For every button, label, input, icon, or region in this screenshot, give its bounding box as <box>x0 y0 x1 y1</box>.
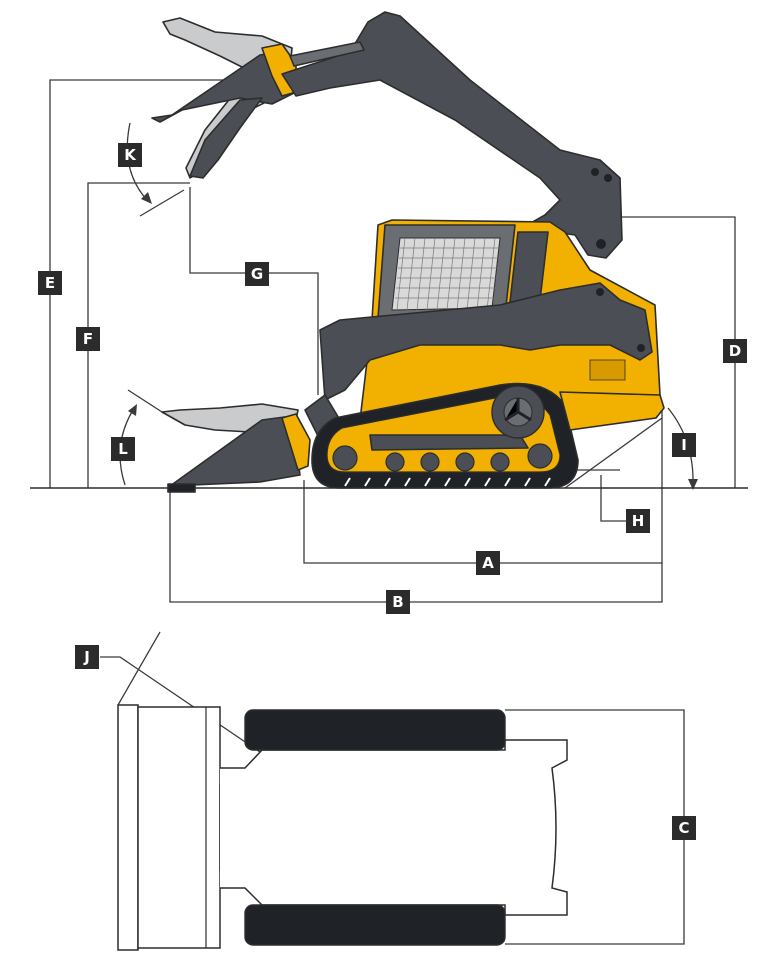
svg-text:H: H <box>632 512 645 530</box>
dimension-label-d: D <box>723 339 747 363</box>
svg-text:G: G <box>251 265 263 283</box>
top-view <box>100 631 685 951</box>
dim-line-i-angle <box>564 417 663 489</box>
arrow-i <box>688 479 698 490</box>
dimension-label-j: J <box>75 645 99 669</box>
top-bucket-body <box>137 706 221 949</box>
raised-bucket-lower-face <box>189 97 263 179</box>
svg-text:B: B <box>392 593 403 611</box>
lower-pivot-pin-2 <box>637 344 645 352</box>
svg-text:F: F <box>83 330 93 348</box>
dim-line-e <box>49 79 255 488</box>
dimension-label-b: B <box>386 590 410 614</box>
side-view <box>30 11 748 603</box>
track-frame <box>369 434 529 451</box>
lift-arm-main <box>281 11 623 259</box>
dimension-label-h: H <box>626 509 650 533</box>
roller <box>527 443 553 469</box>
svg-text:E: E <box>45 274 55 292</box>
svg-text:J: J <box>83 648 90 666</box>
track-assembly <box>311 382 665 489</box>
dim-line-g <box>189 187 319 395</box>
svg-text:A: A <box>482 554 494 572</box>
mesh-pattern <box>395 237 499 311</box>
dim-line-h <box>600 475 632 522</box>
dimension-label-k: K <box>118 143 142 167</box>
svg-text:I: I <box>681 436 687 454</box>
engine-grille <box>589 359 626 381</box>
roller <box>455 452 475 472</box>
roller <box>420 452 440 472</box>
top-track-lower <box>244 904 506 946</box>
pivot-pin-2 <box>604 174 612 182</box>
dim-line-k-angle <box>139 189 185 217</box>
lift-cylinder-upper <box>289 41 365 67</box>
roller <box>385 452 405 472</box>
dimension-label-e: E <box>38 271 62 295</box>
dimension-label-f: F <box>76 327 100 351</box>
raised-bucket <box>151 17 297 179</box>
roller <box>332 445 358 471</box>
rear-counterweight <box>559 391 665 431</box>
drive-sprocket <box>491 385 545 439</box>
roller <box>490 452 510 472</box>
lowered-bucket-edge <box>167 483 196 493</box>
top-track-upper <box>244 709 506 751</box>
lowered-bucket <box>161 403 311 493</box>
arrow-k <box>141 192 152 204</box>
cab <box>359 219 661 421</box>
dimension-label-l: L <box>111 437 135 461</box>
dimension-label-g: G <box>245 262 269 286</box>
top-bucket-front <box>117 704 139 951</box>
lowered-bucket-mount <box>281 413 311 471</box>
track-rollers <box>332 443 553 472</box>
svg-text:D: D <box>729 342 741 360</box>
dim-line-j-diagonal <box>117 631 161 706</box>
lift-arm <box>281 11 623 259</box>
dimension-label-i: I <box>672 433 696 457</box>
svg-text:L: L <box>118 440 128 458</box>
lower-arm-main <box>319 282 653 401</box>
dim-line-l-angle <box>127 389 163 413</box>
svg-text:K: K <box>124 146 137 164</box>
lower-pivot-pin-1 <box>596 288 604 296</box>
top-body-outline <box>220 739 568 916</box>
dimension-label-a: A <box>476 551 500 575</box>
pivot-pin-3 <box>596 239 606 249</box>
dimension-label-c: C <box>672 816 696 840</box>
sprocket-spokes <box>504 398 532 422</box>
dim-line-b <box>169 492 663 603</box>
svg-text:C: C <box>678 819 689 837</box>
dim-line-f <box>87 182 190 488</box>
raised-bucket-face <box>151 49 297 123</box>
pivot-pin-1 <box>591 168 599 176</box>
track-treads <box>344 477 551 487</box>
arrow-l <box>128 404 137 416</box>
